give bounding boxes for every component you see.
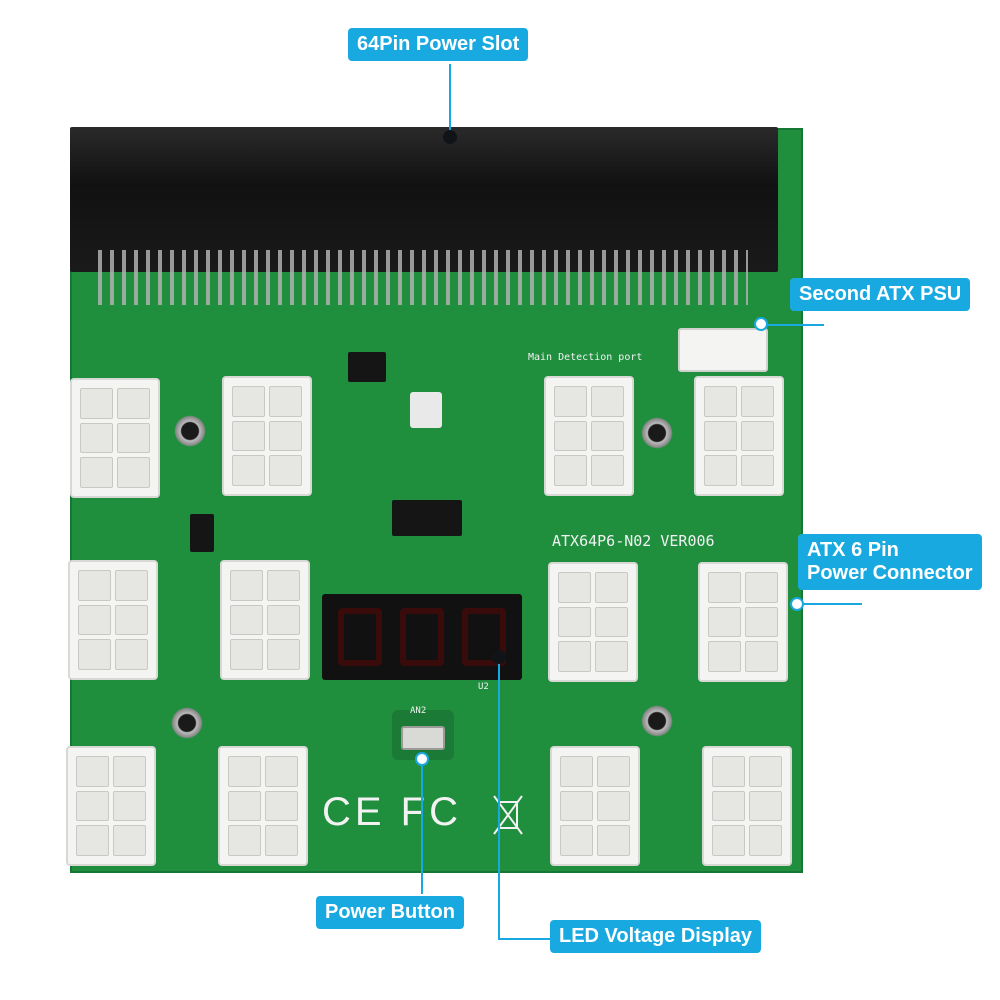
leader-line: [421, 766, 423, 894]
leader-line: [498, 938, 552, 940]
atx-6pin-connector-j10: [218, 746, 308, 866]
mounting-hole: [173, 414, 207, 448]
leader-line: [802, 603, 862, 605]
callout-led-voltage-display: LED Voltage Display: [550, 920, 762, 953]
mounting-hole: [640, 416, 674, 450]
button-ref-label: AN2: [410, 706, 427, 716]
atx-6pin-connector-j3: [544, 376, 634, 496]
display-ref-label: U2: [478, 682, 489, 692]
model-label: ATX64P6-N02 VER006: [552, 532, 715, 550]
slot-pins: [98, 250, 748, 305]
leader-line: [498, 662, 500, 940]
atx-6pin-connector-j1: [70, 378, 160, 498]
chip-u5: [348, 352, 386, 382]
64pin-power-slot: [70, 127, 778, 272]
second-atx-psu-header: [678, 328, 768, 372]
display-digit: [338, 608, 382, 666]
display-digit: [462, 608, 506, 666]
weee-bin-icon: [493, 795, 523, 835]
callout-power-button: Power Button: [316, 896, 464, 929]
callout-marker: [492, 650, 506, 664]
callout-marker: [790, 597, 804, 611]
display-digit: [400, 608, 444, 666]
atx-6pin-connector-j4: [694, 376, 784, 496]
detection-port-label: Main Detection port: [528, 352, 643, 363]
callout-marker: [754, 317, 768, 331]
atx-6pin-connector-j6: [220, 560, 310, 680]
atx-6pin-connector-j7: [548, 562, 638, 682]
mounting-hole: [640, 704, 674, 738]
callout-atx-6pin-connector: ATX 6 Pin Power Connector: [798, 534, 982, 590]
atx-6pin-connector-j12: [702, 746, 792, 866]
led-voltage-display: [322, 594, 522, 680]
callout-marker: [415, 752, 429, 766]
chip-u1: [392, 500, 462, 536]
atx-6pin-connector-j2: [222, 376, 312, 496]
leader-line: [449, 64, 451, 136]
leader-line: [768, 324, 824, 326]
callout-marker: [443, 130, 457, 144]
mounting-hole: [170, 706, 204, 740]
status-led: [410, 392, 442, 428]
callout-64pin-power-slot: 64Pin Power Slot: [348, 28, 529, 61]
atx-6pin-connector-j9: [66, 746, 156, 866]
atx-6pin-connector-j11: [550, 746, 640, 866]
chip-u3: [190, 514, 214, 552]
callout-second-atx-psu: Second ATX PSU: [790, 278, 971, 311]
power-button[interactable]: [401, 726, 445, 750]
atx-6pin-connector-j8: [698, 562, 788, 682]
atx-6pin-connector-j5: [68, 560, 158, 680]
certification-marks: CE FC: [322, 790, 462, 834]
